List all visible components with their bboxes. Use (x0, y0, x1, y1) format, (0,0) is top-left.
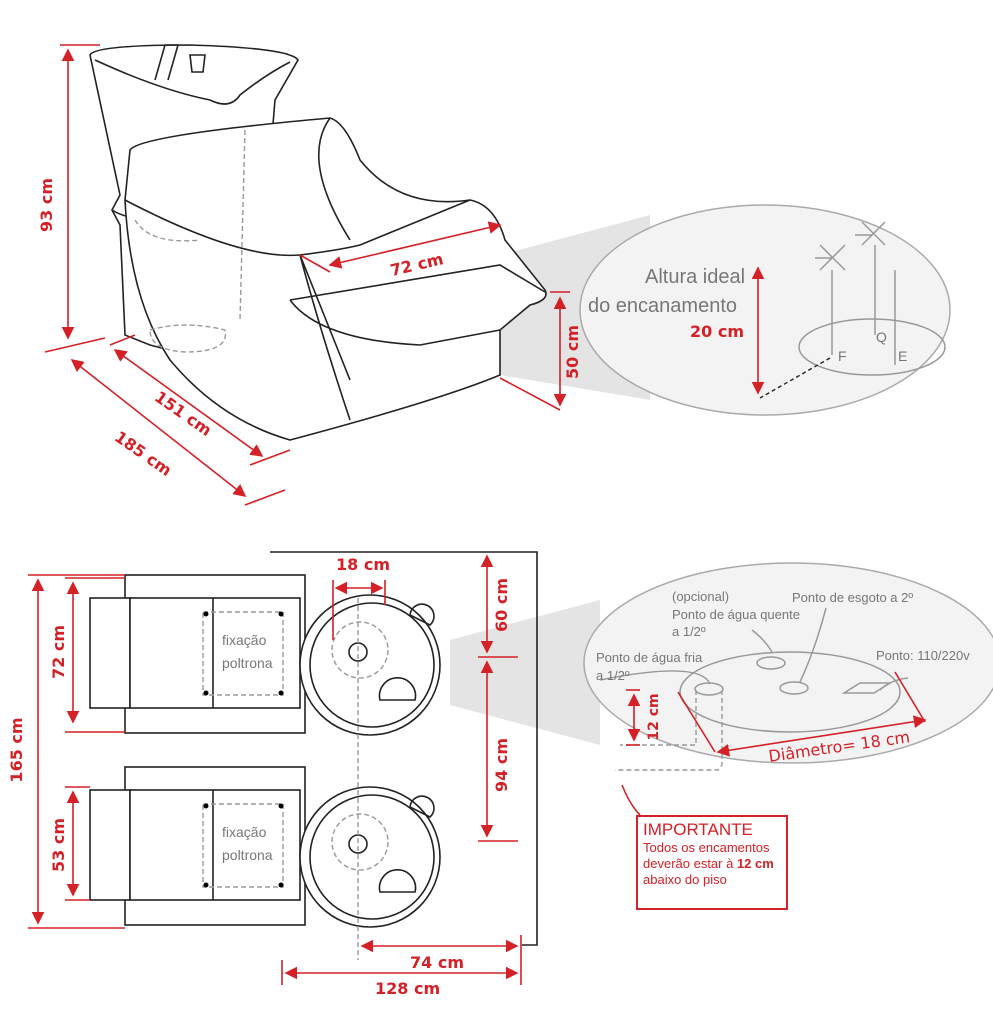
pipe-label-e: E (898, 348, 907, 364)
total-depth-label: 185 cm (111, 427, 175, 480)
pipe-label-q: Q (876, 329, 887, 345)
pipe-label-f: F (838, 348, 847, 364)
hot-optional-label: (opcional) (672, 589, 729, 604)
floor-ellipse (798, 318, 946, 376)
fixation-label-2: poltrona (222, 847, 273, 863)
callout-title-1: Altura ideal (645, 266, 745, 288)
drain-to-wall-label: 74 cm (410, 953, 464, 972)
hot-water-point (756, 656, 786, 670)
important-note-box: IMPORTANTE Todos os encamentos deverão e… (636, 815, 788, 910)
total-depth-top-label: 128 cm (375, 979, 440, 998)
top-view-dimensions: 165 cm 72 cm 53 cm 18 cm 60 cm 94 cm 74 … (7, 554, 522, 998)
fixation-label-1: fixação (222, 632, 267, 648)
important-line-2-text: deverão estar à (643, 856, 737, 871)
important-line-3: abaixo do piso (643, 872, 727, 887)
important-line-2: deverão estar à 12 cm (643, 856, 781, 872)
cold-water-label-1: Ponto de água fria (596, 650, 703, 665)
drain-offset-label: 18 cm (336, 555, 390, 574)
seat-height-label: 50 cm (563, 325, 582, 379)
chair-gap-label: 53 cm (49, 818, 68, 872)
hot-water-label-2: a 1/2º (672, 624, 706, 639)
cold-water-label-2: a 1/2º (596, 668, 630, 683)
power-label: Ponto: 110/220v (876, 648, 970, 663)
wall-to-drain-label: 60 cm (492, 578, 511, 632)
chair-top-view-1: fixação poltrona (89, 574, 441, 736)
chair-top-view-2: fixação poltrona (89, 766, 441, 928)
chair-body (124, 117, 547, 441)
hot-water-label-1: Ponto de água quente (672, 607, 800, 622)
drain-label: Ponto de esgoto a 2º (792, 590, 913, 605)
wall (270, 551, 538, 946)
important-line-1: Todos os encamentos (643, 840, 770, 855)
fixation-label-2: poltrona (222, 655, 273, 671)
faucet (154, 44, 206, 81)
chair-side-view (89, 44, 650, 441)
fixation-label-1: fixação (222, 824, 267, 840)
important-title: IMPORTANTE (643, 820, 753, 839)
drain-spacing-label: 94 cm (492, 738, 511, 792)
callout-title-2: do encanamento (588, 295, 737, 317)
floor-points-callout: (opcional) Ponto de água quente a 1/2º P… (583, 562, 993, 816)
drain-point (779, 681, 809, 695)
important-depth: 12 cm (736, 856, 774, 871)
callout-wedge-2 (450, 600, 600, 745)
height-label: 93 cm (37, 178, 56, 232)
pipe-height-callout: Altura ideal do encanamento 20 cm F Q E (579, 204, 951, 416)
basin-bowl (94, 59, 291, 105)
pipe-height-value: 20 cm (690, 322, 744, 341)
chair-length-label: 72 cm (49, 625, 68, 679)
important-pointer (621, 784, 641, 816)
total-length-label: 165 cm (7, 717, 26, 782)
valve-icons (815, 221, 886, 271)
pipe-depth-label: 12 cm (646, 693, 662, 740)
